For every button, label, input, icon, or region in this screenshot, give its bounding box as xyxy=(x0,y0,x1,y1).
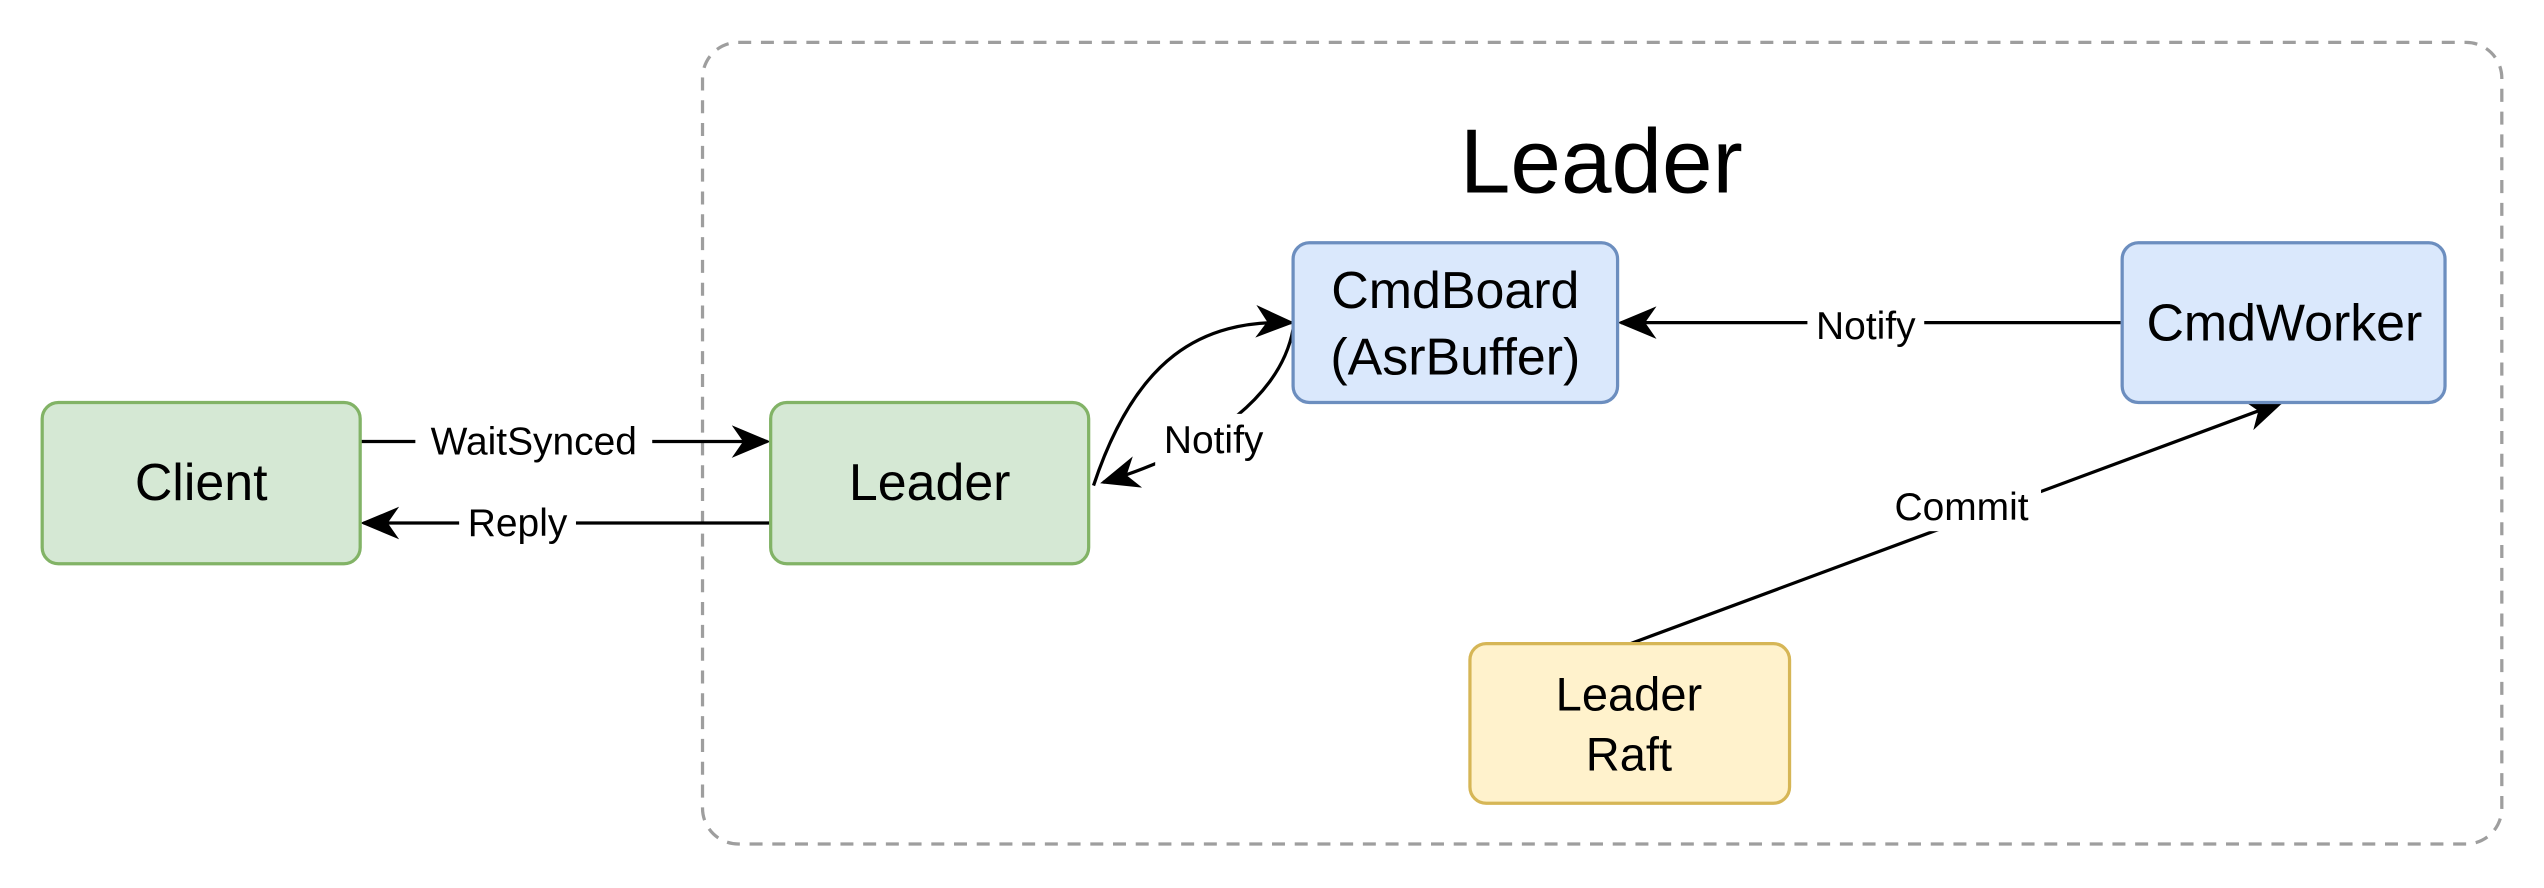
leader-node-box xyxy=(770,402,1089,564)
wait-synced-label: WaitSynced xyxy=(431,421,637,464)
leader-raft-node-border xyxy=(1468,641,1792,805)
leader-raft-node-label-line2: Raft xyxy=(1586,728,1672,781)
client-node: Client xyxy=(40,400,362,566)
client-node-box xyxy=(42,402,361,564)
cmdboard-node: CmdBoard (AsrBuffer) xyxy=(1291,241,1620,405)
cmdboard-node-border xyxy=(1291,241,1620,405)
leader-node-border xyxy=(769,400,1091,566)
cmdworker-node-border xyxy=(2120,241,2447,405)
reply-label: Reply xyxy=(468,502,568,545)
leader-raft-node-label-line1: Leader xyxy=(1556,667,1702,720)
leader-group-title: Leader xyxy=(1460,111,1743,212)
cmdworker-node-box xyxy=(2122,242,2446,403)
leader-group: Leader xyxy=(700,40,2504,846)
commit-label: Commit xyxy=(1894,486,2028,529)
notify-board-to-leader-label: Notify xyxy=(1164,419,1264,462)
leader-raft-node-box xyxy=(1469,643,1790,804)
leader-node-label: Leader xyxy=(849,454,1011,512)
client-node-border xyxy=(40,400,362,566)
notify-worker-to-board-label: Notify xyxy=(1816,305,1916,348)
client-node-label: Client xyxy=(135,454,268,512)
cmdboard-node-box xyxy=(1293,242,1618,403)
leader-to-cmdboard-edge xyxy=(1091,305,1295,487)
cmdboard-node-label-line1: CmdBoard xyxy=(1331,262,1579,320)
cmdboard-node-label-line2: (AsrBuffer) xyxy=(1330,329,1580,387)
cmdworker-node: CmdWorker xyxy=(2120,241,2447,405)
edges: WaitSynced Reply Notify Notify Commit xyxy=(360,299,2285,646)
cmdworker-node-label: CmdWorker xyxy=(2146,294,2422,352)
leader-node: Leader xyxy=(769,400,1091,566)
leader-raft-node: Leader Raft xyxy=(1468,641,1792,805)
